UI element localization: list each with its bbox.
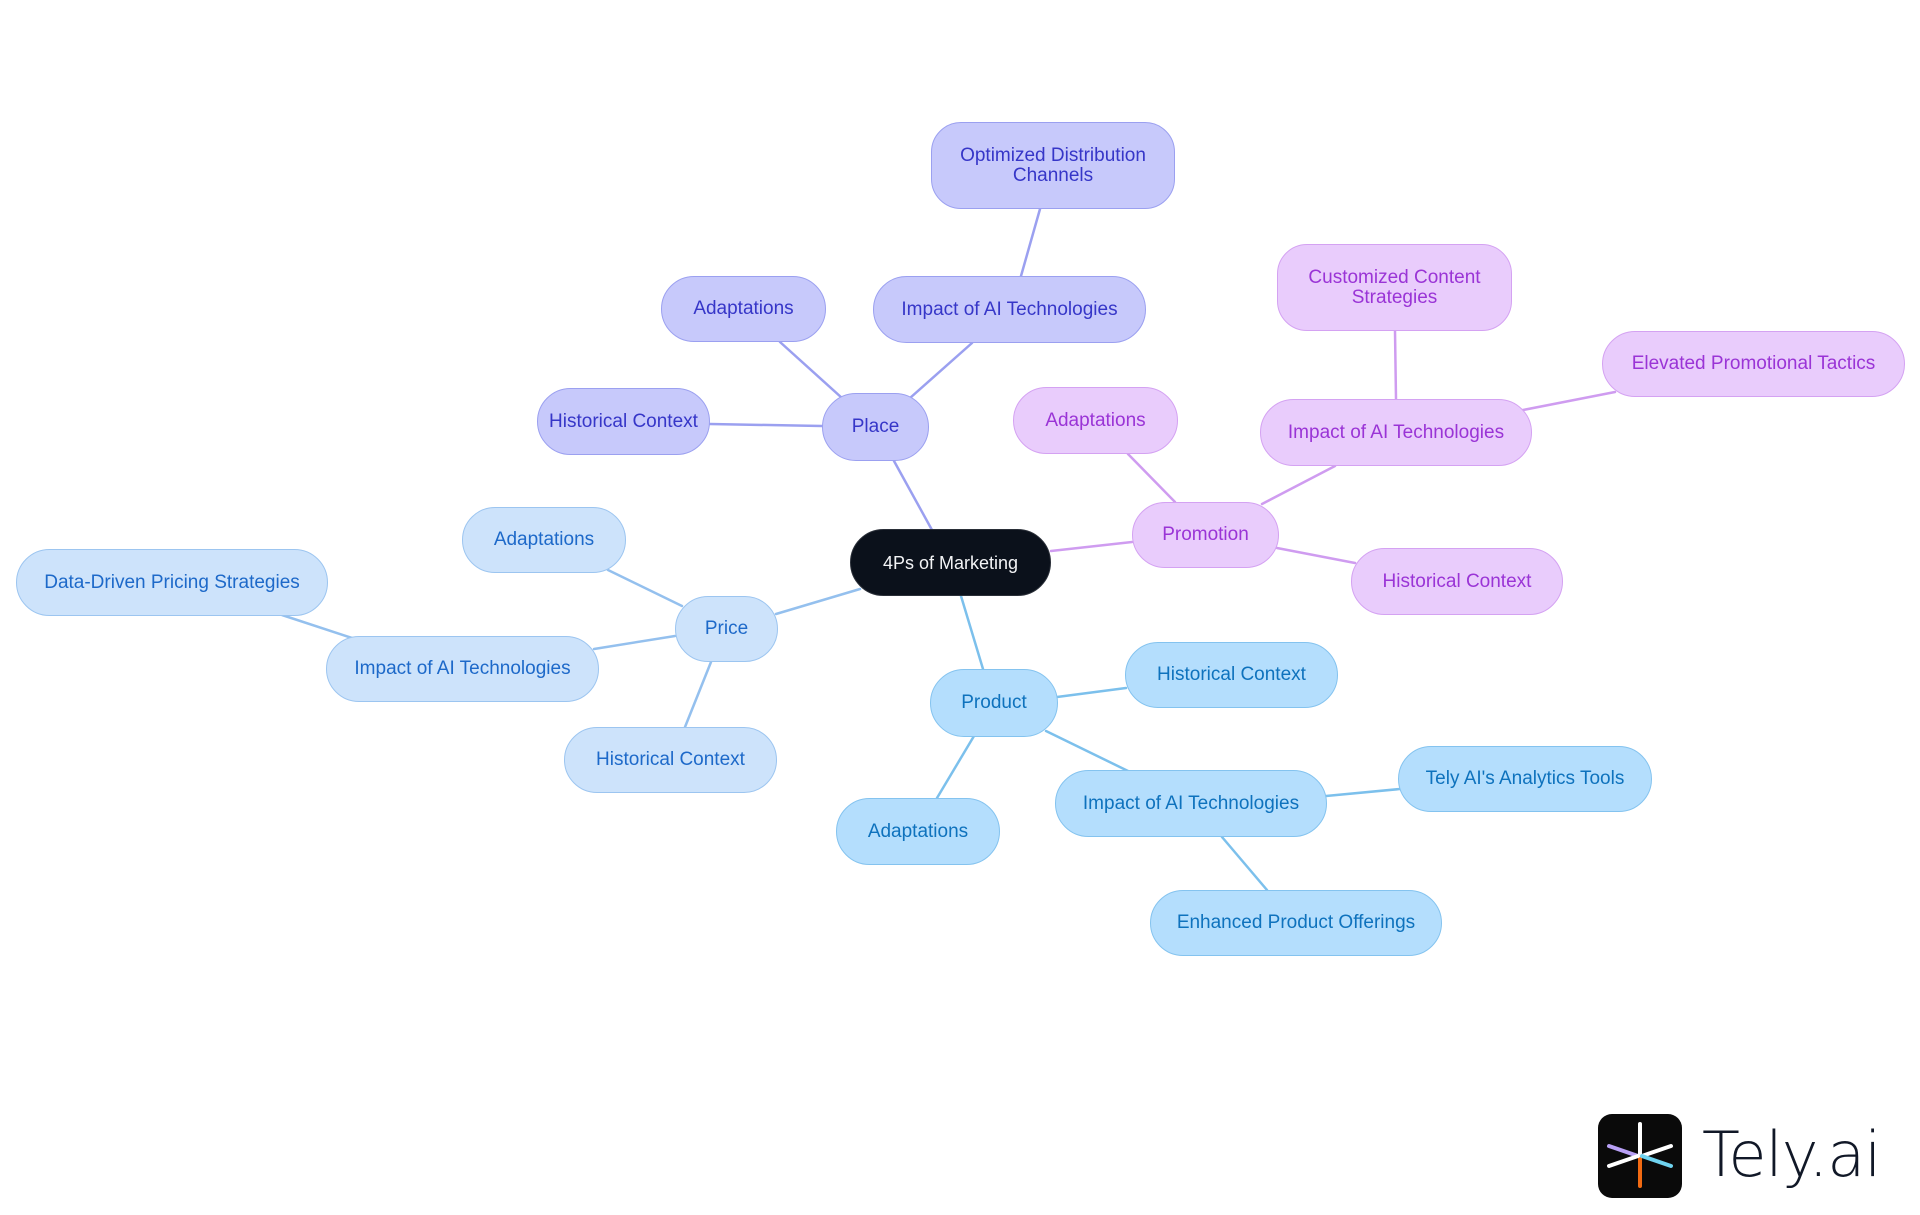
promotion-customized-content-node[interactable]: Customized Content Strategies (1277, 244, 1512, 331)
place-optimized-distribution-node[interactable]: Optimized Distribution Channels (931, 122, 1175, 209)
price-node[interactable]: Price (675, 596, 778, 662)
product-enhanced-offerings-node[interactable]: Enhanced Product Offerings (1150, 890, 1442, 956)
promotion-historical-context-node[interactable]: Historical Context (1351, 548, 1563, 615)
product-node[interactable]: Product (930, 669, 1058, 737)
tely-asterisk-logo-icon (1598, 1114, 1682, 1198)
promotion-ai-impact-node[interactable]: Impact of AI Technologies (1260, 399, 1532, 466)
promotion-adaptations-node[interactable]: Adaptations (1013, 387, 1178, 454)
price-ai-impact-node[interactable]: Impact of AI Technologies (326, 636, 599, 702)
product-ai-impact-node[interactable]: Impact of AI Technologies (1055, 770, 1327, 837)
promotion-node[interactable]: Promotion (1132, 502, 1279, 568)
place-ai-impact-node[interactable]: Impact of AI Technologies (873, 276, 1146, 343)
place-adaptations-node[interactable]: Adaptations (661, 276, 826, 342)
product-adaptations-node[interactable]: Adaptations (836, 798, 1000, 865)
price-adaptations-node[interactable]: Adaptations (462, 507, 626, 573)
brand-wordmark: Tely.ai (1702, 1118, 1881, 1191)
price-data-driven-strategies-node[interactable]: Data-Driven Pricing Strategies (16, 549, 328, 616)
product-historical-context-node[interactable]: Historical Context (1125, 642, 1338, 708)
place-node[interactable]: Place (822, 393, 929, 461)
root-node[interactable]: 4Ps of Marketing (850, 529, 1051, 596)
product-tely-analytics-node[interactable]: Tely AI's Analytics Tools (1398, 746, 1652, 812)
price-historical-context-node[interactable]: Historical Context (564, 727, 777, 793)
promotion-elevated-tactics-node[interactable]: Elevated Promotional Tactics (1602, 331, 1905, 397)
place-historical-context-node[interactable]: Historical Context (537, 388, 710, 455)
